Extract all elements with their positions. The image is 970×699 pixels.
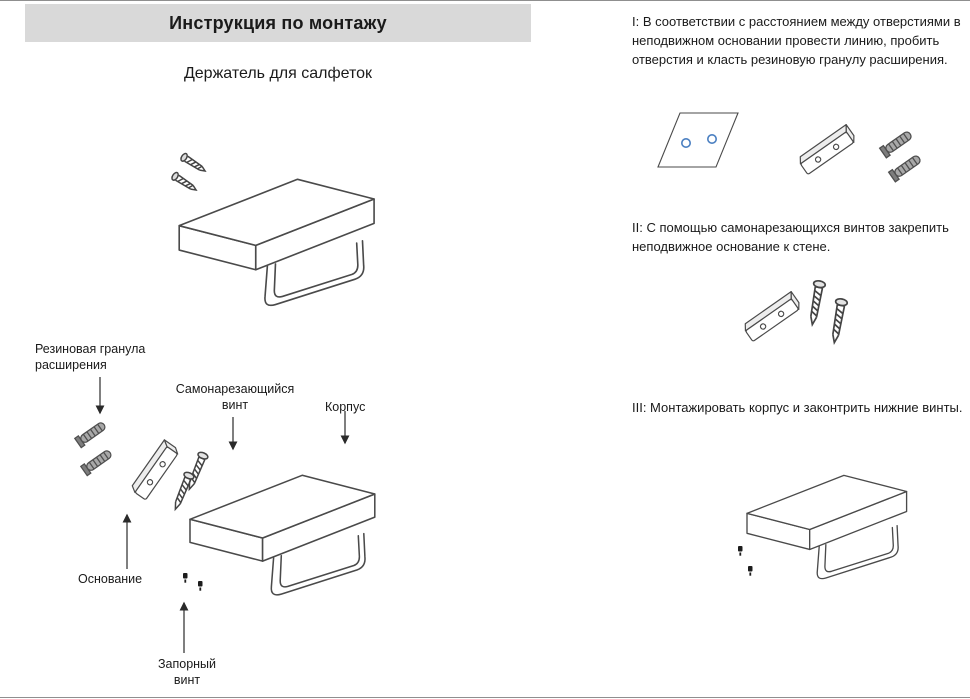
label-self-tapping-screw: Самонарезающийся винт (175, 382, 295, 413)
wall-plate-icon (741, 290, 803, 343)
dowel-icon (887, 152, 924, 183)
lock-screw-icon (198, 581, 203, 591)
napkin-holder-icon (746, 474, 908, 580)
assembled-product-drawing (169, 151, 375, 307)
wall-plate-icon (129, 439, 181, 501)
label-lock-screw: Запорный винт (157, 657, 217, 688)
lock-screw-icon (748, 566, 753, 576)
label-body: Корпус (325, 400, 366, 414)
holder-body-icon (189, 474, 376, 596)
step-3-text: III: Монтажировать корпус и законтрить н… (632, 400, 963, 415)
step-2-text: II: С помощью самонарезающихся винтов за… (632, 220, 949, 254)
napkin-holder-icon (178, 178, 375, 307)
product-title: Держатель для салфеток (183, 65, 373, 82)
screw-icon (178, 151, 209, 176)
step-3-drawing (738, 474, 908, 580)
wall-plate-icon (796, 123, 858, 176)
label-rubber-plug: Резиновая гранула расширения (35, 342, 146, 373)
step-1-drawing (657, 112, 924, 183)
lock-screw-icon (183, 573, 188, 583)
lock-screw-icon (738, 546, 743, 556)
dowel-icon (74, 419, 108, 449)
screw-icon (805, 279, 827, 327)
step-1-text: I: В соответствии с расстоянием между от… (632, 14, 961, 67)
step-2-drawing (741, 279, 849, 345)
page-title: Инструкция по монтажу (25, 4, 531, 42)
screw-icon (169, 170, 200, 195)
dowel-icon (80, 447, 114, 477)
dowel-icon (878, 128, 915, 159)
screw-icon (827, 297, 849, 345)
exploded-view-drawing (74, 377, 376, 653)
screw-icon (169, 470, 196, 512)
wall-marking-icon (657, 112, 739, 168)
page-title-text: Инструкция по монтажу (169, 12, 387, 33)
label-base: Основание (78, 572, 143, 586)
